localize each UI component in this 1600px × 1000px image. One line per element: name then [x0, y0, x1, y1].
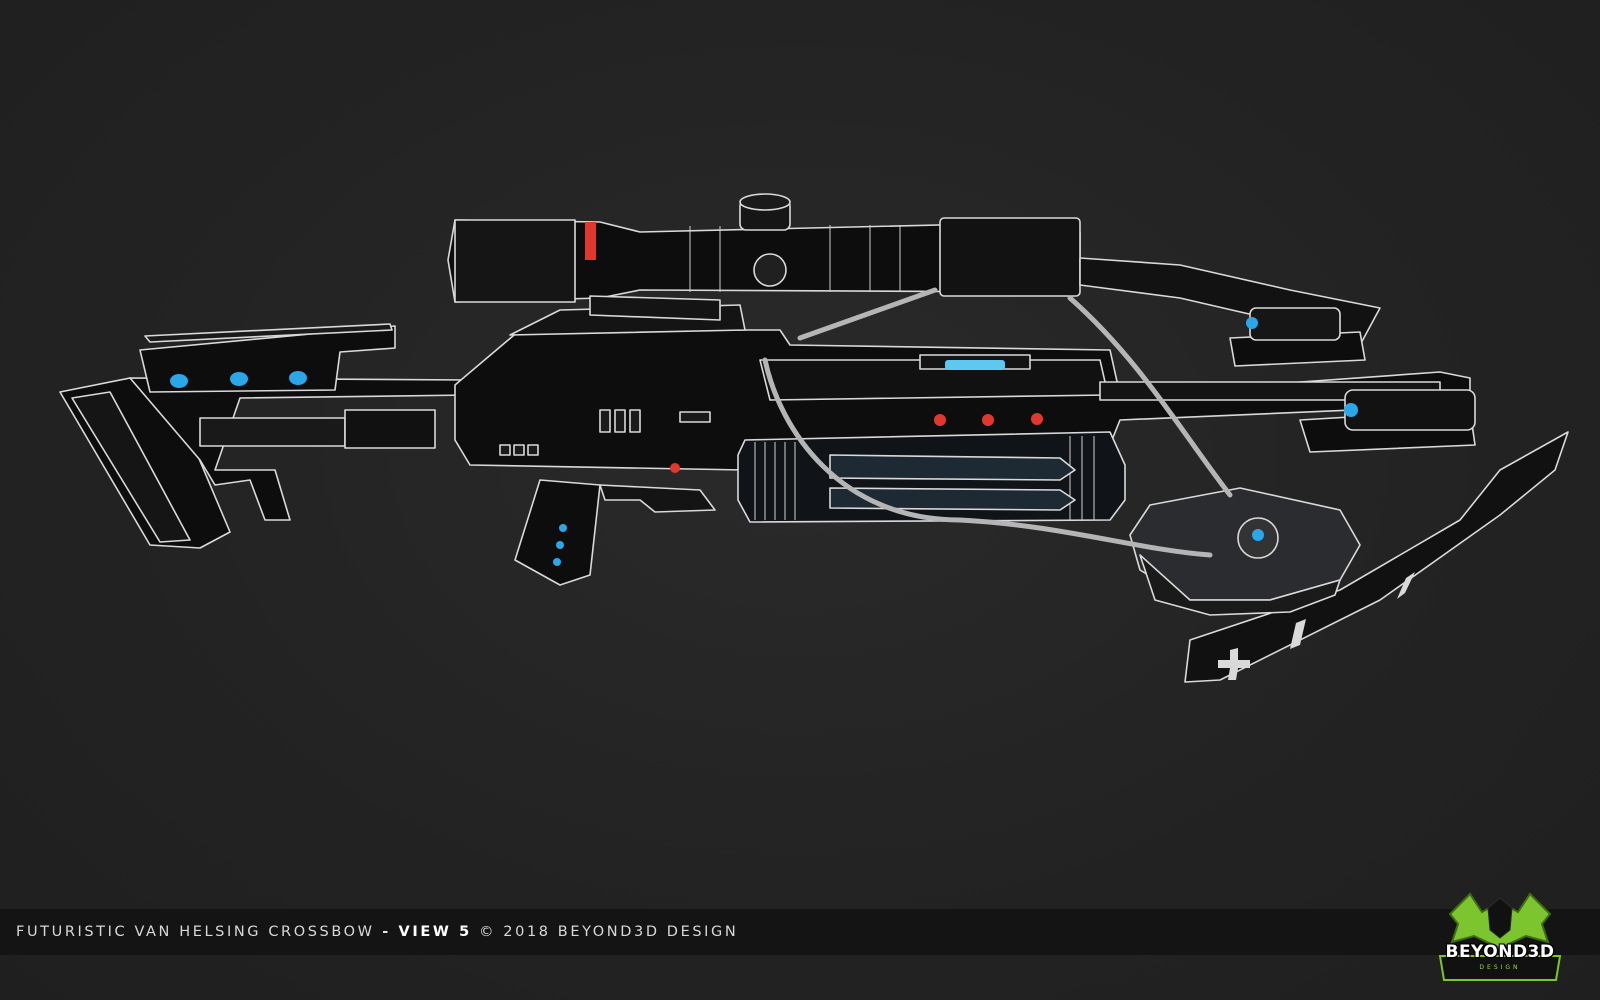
caption-view: VIEW 5: [398, 924, 472, 940]
beyond3d-logo: BEYOND3D DESIGN: [1430, 884, 1570, 992]
grip: [514, 479, 716, 586]
bow-string: [762, 287, 1233, 558]
limb-lower: [1184, 431, 1569, 683]
caption-separator: -: [374, 924, 399, 940]
cam-pulley: [1129, 487, 1361, 616]
energy-tube: [945, 360, 1005, 370]
stock-leds: [170, 371, 307, 388]
receiver-leds: [670, 413, 1043, 473]
detail-cutouts: [499, 409, 711, 456]
logo-wordmark: BEYOND3D: [1445, 942, 1555, 962]
limb-upper: [1079, 257, 1381, 367]
grip-leds: [553, 524, 567, 566]
logo-emblem-icon: [1438, 892, 1562, 981]
flashlight: [1344, 389, 1476, 431]
caption-copyright: © 2018 BEYOND3D DESIGN: [471, 924, 739, 940]
caption-title: FUTURISTIC VAN HELSING CROSSBOW: [16, 924, 375, 940]
logo-subtitle: DESIGN: [1479, 964, 1521, 971]
caption: FUTURISTIC VAN HELSING CROSSBOW - VIEW 5…: [16, 924, 738, 940]
scope: [447, 193, 1081, 321]
bolt-magazine: [737, 431, 1126, 523]
stock: [59, 323, 471, 549]
caption-bar: FUTURISTIC VAN HELSING CROSSBOW - VIEW 5…: [0, 909, 1600, 955]
